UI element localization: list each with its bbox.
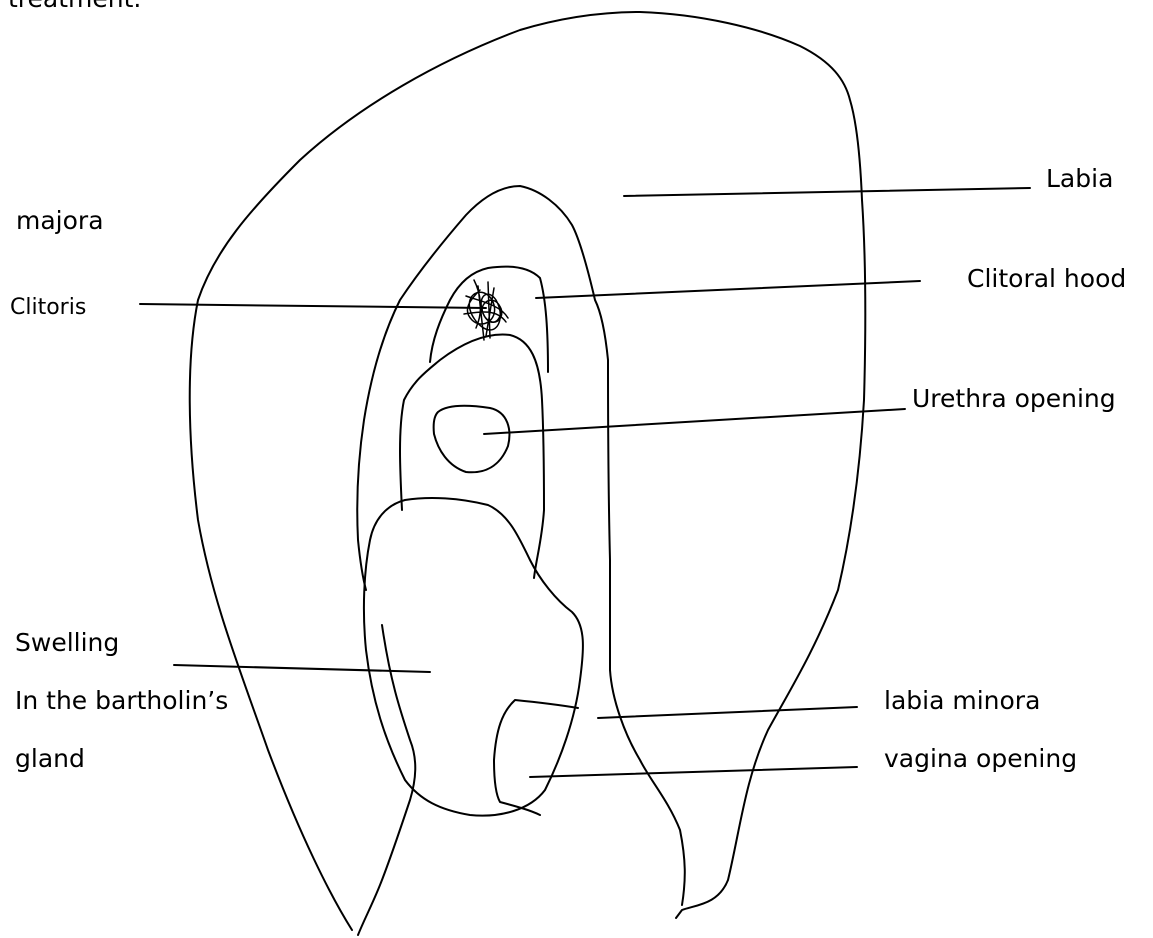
label-urethra-opening: Urethra opening — [912, 386, 1116, 411]
clitoris-scribble — [464, 280, 508, 340]
leader-vagina — [530, 767, 857, 777]
outer-outline — [190, 12, 866, 930]
leader-clitoral-hood — [536, 281, 920, 298]
label-clitoral-hood: Clitoral hood — [967, 266, 1126, 291]
leader-labia-minora — [598, 707, 857, 718]
label-swelling-line2: In the bartholin’s — [15, 688, 228, 713]
label-vagina-opening: vagina opening — [884, 746, 1077, 771]
label-swelling-line1: Swelling — [15, 630, 119, 655]
vagina-shape — [494, 700, 578, 815]
label-swelling-line3: gland — [15, 746, 85, 771]
label-clitoris: Clitoris — [10, 297, 86, 319]
label-labia-majora-line2: majora — [16, 208, 104, 233]
leader-clitoris — [140, 304, 486, 308]
urethra-shape — [434, 406, 510, 473]
leader-urethra — [484, 409, 905, 434]
leader-swelling — [174, 665, 430, 672]
swelling-outline — [364, 498, 583, 816]
leader-labia-majora — [624, 188, 1030, 196]
top-text-fragment: treatment. — [8, 0, 141, 11]
label-labia-majora-line1: Labia — [1046, 166, 1113, 191]
label-labia-minora: labia minora — [884, 688, 1040, 713]
inner-column-outline — [400, 335, 544, 578]
